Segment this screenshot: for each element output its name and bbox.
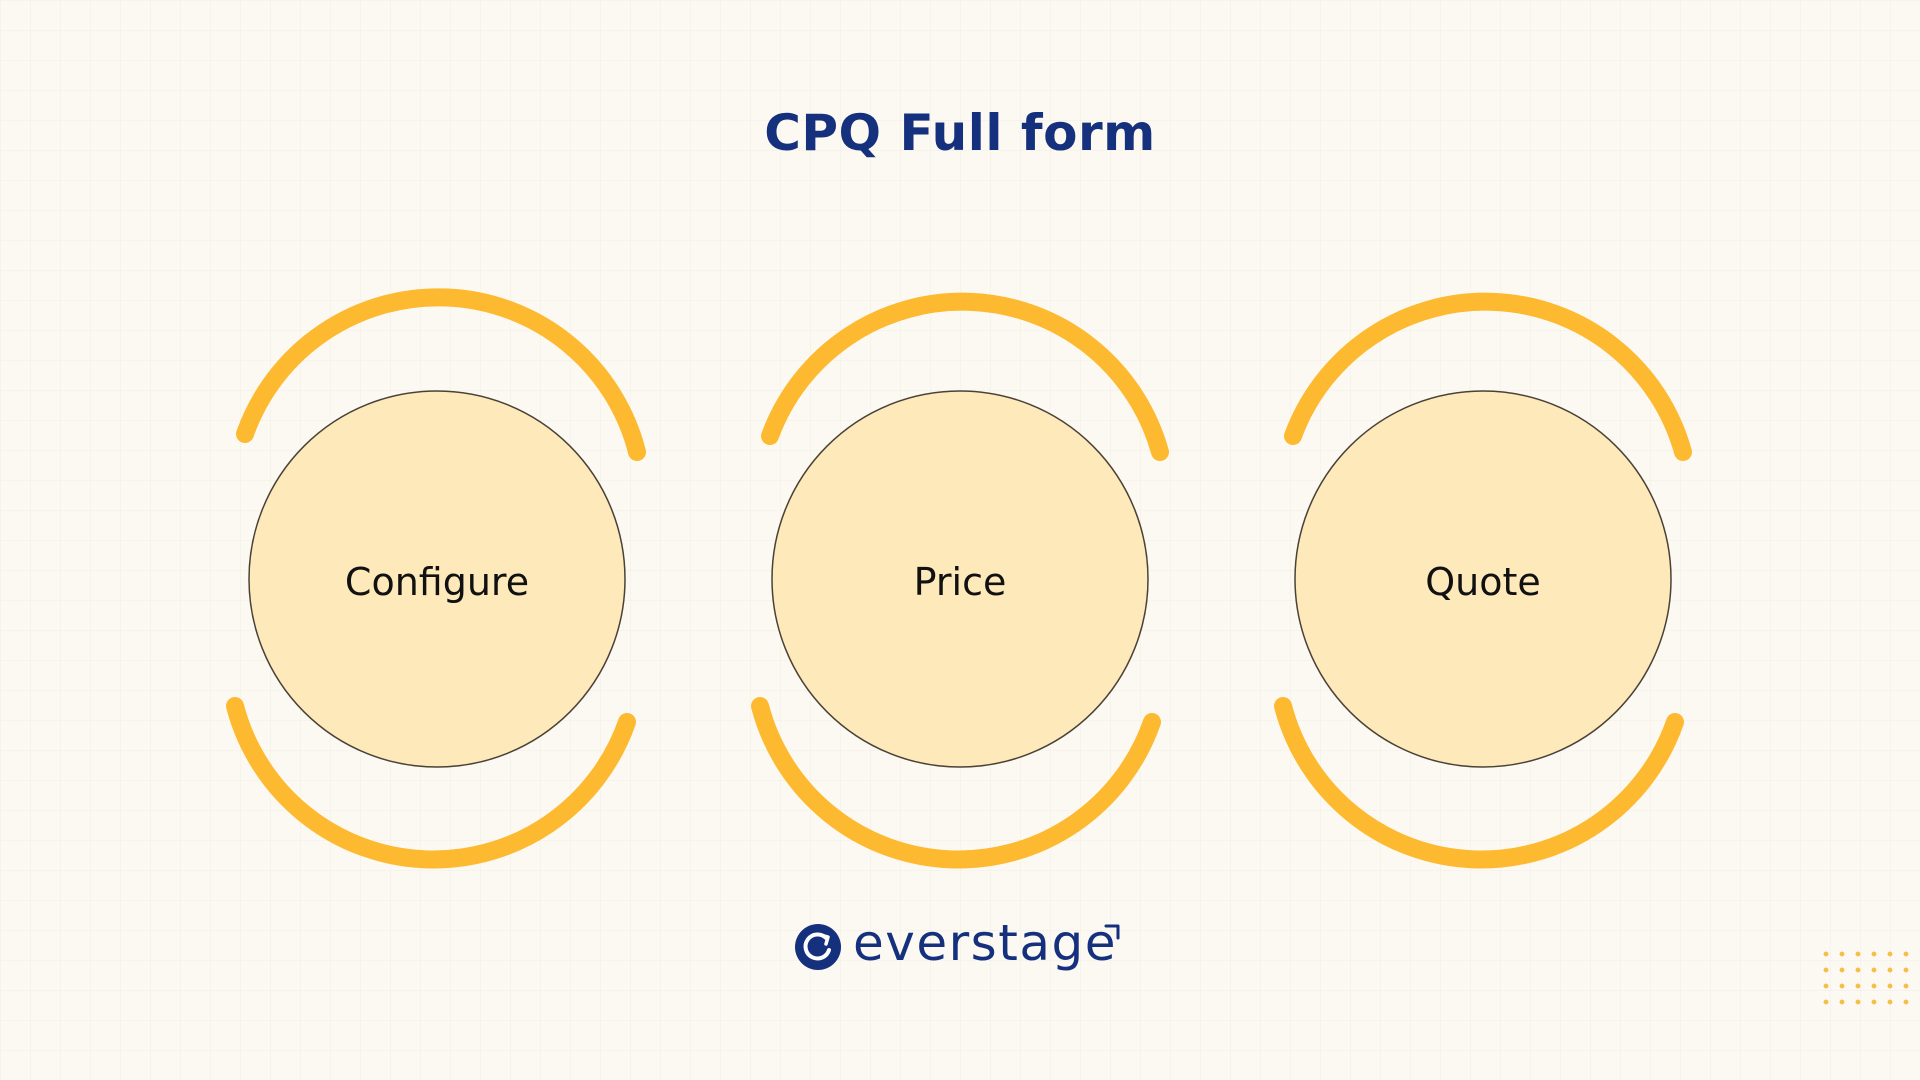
logo-mark-icon [795, 924, 841, 970]
step-label: Configure [344, 560, 530, 604]
everstage-logo: everstage [795, 914, 1135, 978]
step-price-graphic [751, 292, 1169, 869]
step-circle [1294, 390, 1672, 768]
step-price: Price [750, 292, 1170, 869]
top-arc [236, 288, 646, 461]
step-quote: Quote [1273, 292, 1693, 869]
step-configure-graphic [226, 288, 646, 869]
bottom-arc [226, 697, 636, 869]
logo-corner-icon [1104, 924, 1120, 940]
bottom-arc [1274, 697, 1684, 869]
step-configure: Configure [226, 288, 647, 869]
page-title: CPQ Full form [764, 104, 1156, 162]
step-label: Price [913, 560, 1007, 604]
top-arc [1284, 292, 1692, 461]
decorative-dot-grid [1818, 946, 1918, 1010]
step-quote-graphic [1274, 292, 1692, 869]
step-circle [248, 390, 626, 768]
step-circle [771, 390, 1149, 768]
top-arc [761, 292, 1169, 461]
logo-wordmark: everstage [853, 914, 1117, 972]
bottom-arc [751, 697, 1161, 869]
step-label: Quote [1425, 560, 1541, 604]
